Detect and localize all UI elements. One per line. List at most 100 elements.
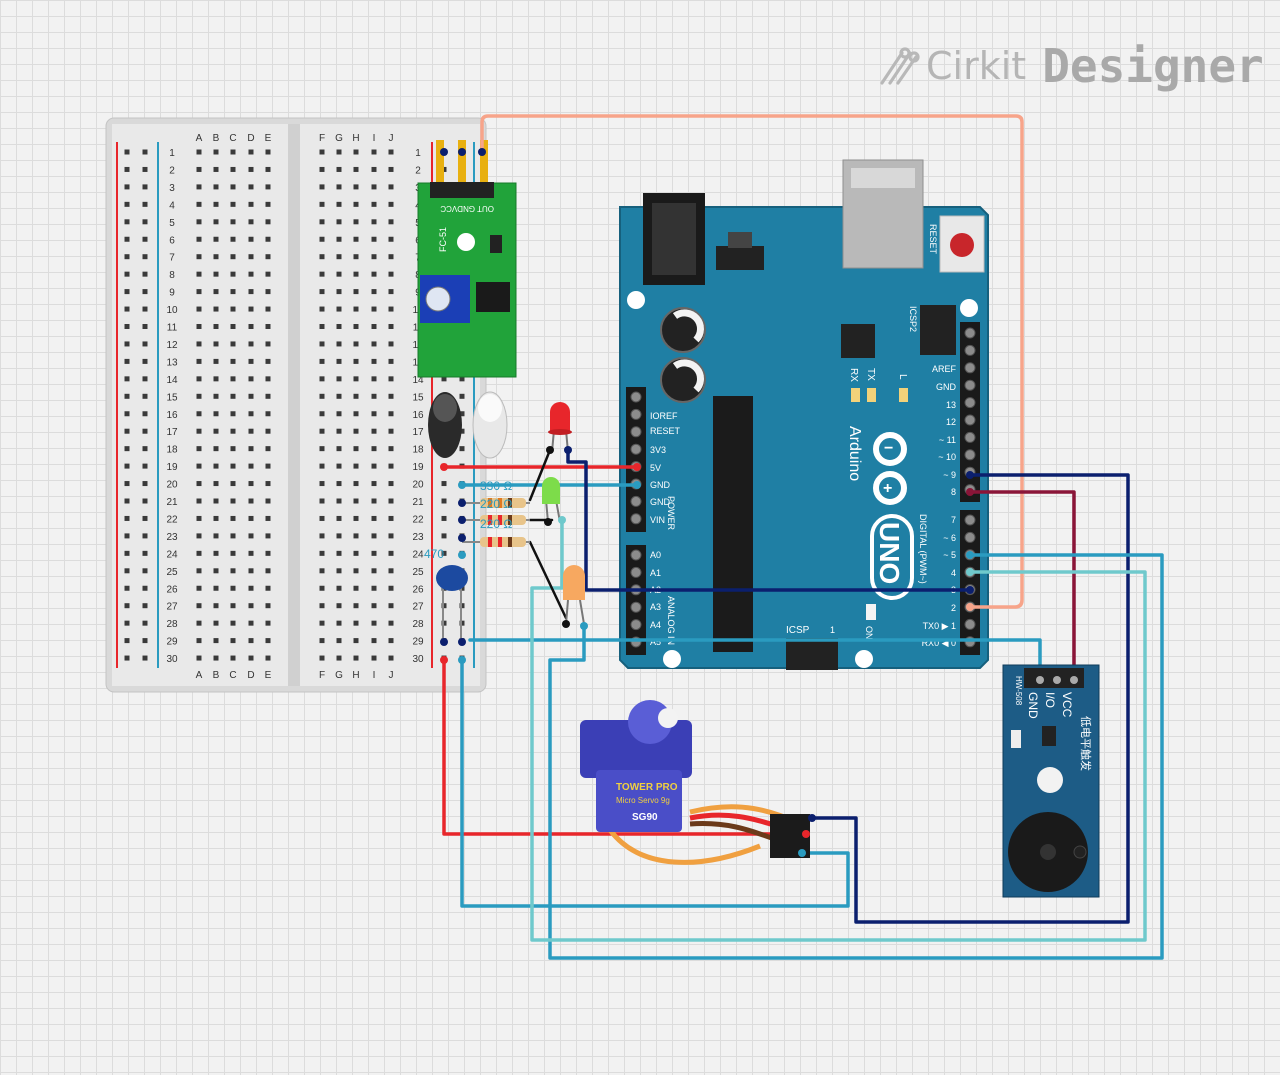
col-letter: B	[213, 133, 220, 144]
pin-label-13: 13	[946, 400, 956, 410]
pin-label-gnd-top: GND	[936, 382, 957, 392]
wires[interactable]	[442, 114, 1164, 960]
col-letter: F	[319, 670, 325, 681]
row-number: 25	[412, 567, 424, 578]
header-pin[interactable]	[964, 531, 976, 543]
buzzer-chinese-label: 低电平触发	[1079, 716, 1093, 771]
power-header: POWER	[666, 496, 676, 531]
pin-label-7: 7	[951, 515, 956, 525]
col-letter: J	[389, 133, 394, 144]
row-number: 6	[169, 235, 175, 246]
pin-label-1: TX0 ▶ 1	[923, 621, 956, 631]
row-number: 30	[412, 654, 424, 665]
row-number: 17	[166, 427, 178, 438]
reset-label: RESET	[928, 224, 938, 255]
arduino-infinity-icon	[873, 432, 907, 505]
header-pin[interactable]	[630, 513, 642, 525]
pin-label-3v3: 3V3	[650, 445, 666, 455]
arduino-uno[interactable]: RESET ICSP2 RX TX L Arduino − + UNO DIGI…	[619, 159, 989, 670]
col-letter: A	[196, 670, 203, 681]
row-number: 21	[412, 497, 424, 508]
pin-label-8: 8	[951, 487, 956, 497]
header-pin[interactable]	[964, 397, 976, 409]
header-pin[interactable]	[630, 619, 642, 631]
on-label: ON	[864, 626, 874, 640]
servo-brand: TOWER PRO	[616, 782, 678, 793]
capacitor[interactable]: 470	[424, 547, 468, 642]
row-number: 20	[412, 480, 424, 491]
row-number: 29	[412, 637, 424, 648]
row-number: 9	[169, 288, 175, 299]
col-letter: D	[247, 670, 254, 681]
header-pin[interactable]	[630, 426, 642, 438]
header-pin[interactable]	[630, 443, 642, 455]
row-number: 2	[169, 165, 175, 176]
header-pin[interactable]	[630, 391, 642, 403]
row-number: 2	[415, 165, 421, 176]
analog-header: ANALOG IN	[666, 596, 676, 645]
wire-d8-buzzer	[968, 490, 1076, 682]
row-number: 10	[166, 305, 178, 316]
col-letter: G	[335, 133, 343, 144]
wire-ir-out-to-d2	[480, 114, 1024, 609]
header-pin[interactable]	[630, 495, 642, 507]
col-letter: E	[265, 670, 272, 681]
header-pin[interactable]	[964, 514, 976, 526]
col-letter: D	[247, 133, 254, 144]
buzzer-pin-gnd: GND	[1026, 692, 1040, 719]
col-letter: J	[389, 670, 394, 681]
header-pin[interactable]	[964, 344, 976, 356]
header-pin[interactable]	[630, 549, 642, 561]
row-number: 13	[166, 357, 178, 368]
header-pin[interactable]	[964, 431, 976, 443]
row-number: 26	[412, 584, 424, 595]
ir-sensor-module[interactable]: OUT GNDVCC FC-51	[417, 140, 517, 459]
pin-label-a1: A1	[650, 568, 661, 578]
cirkit-designer-logo: Cirkit Designer	[878, 36, 1264, 96]
row-number: 30	[166, 654, 178, 665]
wire-d3-led	[566, 448, 972, 592]
wire-res-to-orange-led	[528, 540, 568, 620]
pin-label-a0: A0	[650, 550, 661, 560]
servo-code: SG90	[632, 812, 658, 823]
rx-label: RX	[848, 368, 859, 382]
header-pin[interactable]	[630, 408, 642, 420]
arduino-brand: Arduino	[846, 426, 863, 481]
row-number: 23	[412, 532, 424, 543]
pin-label-0: RX0 ◀ 0	[922, 638, 956, 648]
pin-label-4: 4	[951, 568, 956, 578]
breadboard[interactable]: A B C D E F G H I J A B C D E F G H I J …	[105, 117, 487, 693]
header-pin[interactable]	[630, 601, 642, 613]
buzzer-module[interactable]: HW-508 GND I/O VCC 低电平触发	[1002, 664, 1100, 898]
col-letter: I	[373, 670, 376, 681]
header-pin[interactable]	[964, 327, 976, 339]
pin-label-gnd: GND	[650, 480, 671, 490]
row-number: 1	[169, 148, 175, 159]
ir-model-label: FC-51	[438, 227, 448, 252]
header-pin[interactable]	[964, 618, 976, 630]
tx-label: TX	[865, 368, 876, 381]
row-number: 28	[412, 619, 424, 630]
col-letter: H	[352, 670, 359, 681]
row-number: 15	[412, 392, 424, 403]
resistors[interactable]: 330 Ω 220 Ω 220 Ω	[462, 479, 530, 547]
leds[interactable]	[542, 402, 585, 625]
header-pin[interactable]	[964, 379, 976, 391]
header-pin[interactable]	[964, 362, 976, 374]
pin-label-a4: A4	[650, 620, 661, 630]
wire-d9-servo	[810, 473, 1130, 924]
row-number: 24	[412, 549, 424, 560]
plus-glyph: +	[883, 480, 892, 497]
servo-sg90[interactable]: TOWER PRO Micro Servo 9g SG90	[580, 700, 810, 865]
header-pin[interactable]	[964, 414, 976, 426]
row-number: 18	[412, 445, 424, 456]
icsp-label: ICSP	[786, 625, 810, 636]
row-number: 5	[169, 218, 175, 229]
header-pin[interactable]	[964, 449, 976, 461]
pin-label-ioref: IOREF	[650, 411, 678, 421]
row-number: 12	[166, 340, 178, 351]
l-label: L	[897, 374, 908, 380]
digital-header: DIGITAL (PWM~)	[918, 514, 928, 584]
header-pin[interactable]	[630, 566, 642, 578]
